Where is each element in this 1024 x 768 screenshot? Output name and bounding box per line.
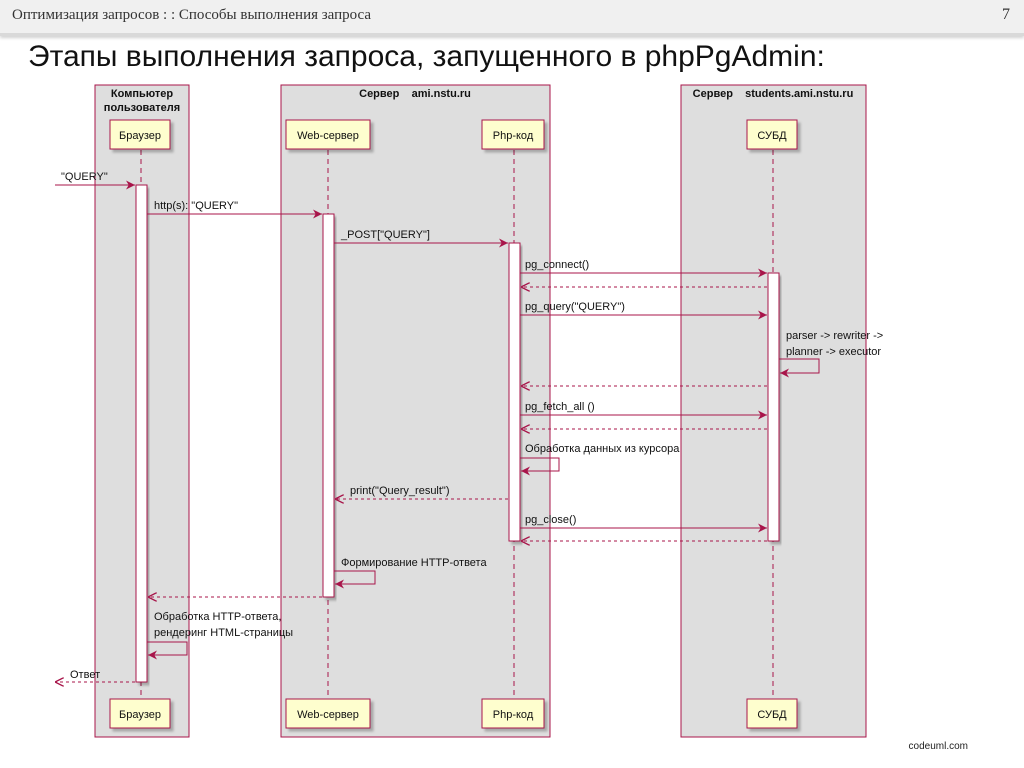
activation-php: [508, 242, 521, 542]
participant-php-bottom: Php-код: [481, 698, 545, 729]
message-label-7: pg_fetch_all (): [525, 401, 595, 413]
message-label-1: "QUERY": [61, 171, 108, 183]
message-label-5: pg_query("QUERY"): [525, 301, 625, 313]
participant-dbms-top: СУБД: [746, 119, 798, 150]
svg-text:СУБД: СУБД: [757, 709, 787, 721]
credit-footer: codeuml.com: [908, 741, 968, 752]
message-label-6b: planner -> executor: [786, 346, 881, 358]
svg-text:Web-сервер: Web-сервер: [297, 709, 359, 721]
svg-text:Web-сервер: Web-сервер: [297, 130, 359, 142]
message-label-6a: parser -> rewriter ->: [786, 330, 883, 342]
box-server-ami-title: Сервер ami.nstu.ru: [359, 88, 471, 100]
self-arrow-php: [520, 457, 560, 476]
participant-web-top: Web-сервер: [285, 119, 371, 150]
activation-web: [322, 213, 335, 598]
message-label-2: http(s): "QUERY": [154, 200, 238, 212]
svg-text:СУБД: СУБД: [757, 130, 787, 142]
self-arrow-dbms: [779, 358, 820, 378]
message-label-8: Обработка данных из курсора: [525, 443, 680, 455]
message-label-3: _POST["QUERY"]: [340, 229, 430, 241]
box-user-pc-title-1: Компьютер: [111, 88, 173, 100]
participant-php-top: Php-код: [481, 119, 545, 150]
message-label-4: pg_connect(): [525, 259, 589, 271]
self-arrow-web: [334, 570, 376, 589]
slide-title: Этапы выполнения запроса, запущенного в …: [28, 40, 825, 73]
slide-header-bar: Оптимизация запросов : : Способы выполне…: [0, 0, 1024, 36]
svg-text:Php-код: Php-код: [493, 709, 534, 721]
message-label-13: Ответ: [70, 669, 100, 681]
participant-web-bottom: Web-сервер: [285, 698, 371, 729]
svg-text:Php-код: Php-код: [493, 130, 534, 142]
message-label-12a: Обработка HTTP-ответа,: [154, 611, 281, 623]
activation-dbms: [767, 272, 780, 542]
message-label-12b: рендеринг HTML-страницы: [154, 627, 293, 639]
svg-text:Браузер: Браузер: [119, 130, 161, 142]
message-label-11: Формирование HTTP-ответа: [341, 557, 487, 569]
participant-browser-top: Браузер: [109, 119, 171, 150]
page-number: 7: [1002, 6, 1010, 23]
activation-browser: [135, 184, 148, 683]
participant-dbms-bottom: СУБД: [746, 698, 798, 729]
message-label-10: pg_close(): [525, 514, 576, 526]
message-label-9: print("Query_result"): [350, 485, 450, 497]
breadcrumb: Оптимизация запросов : : Способы выполне…: [12, 7, 372, 23]
box-server-students-title: Сервер students.ami.nstu.ru: [693, 88, 854, 100]
box-user-pc-title-2: пользователя: [104, 102, 180, 114]
self-arrow-browser: [147, 641, 188, 660]
participant-browser-bottom: Браузер: [109, 698, 171, 729]
svg-text:Браузер: Браузер: [119, 709, 161, 721]
